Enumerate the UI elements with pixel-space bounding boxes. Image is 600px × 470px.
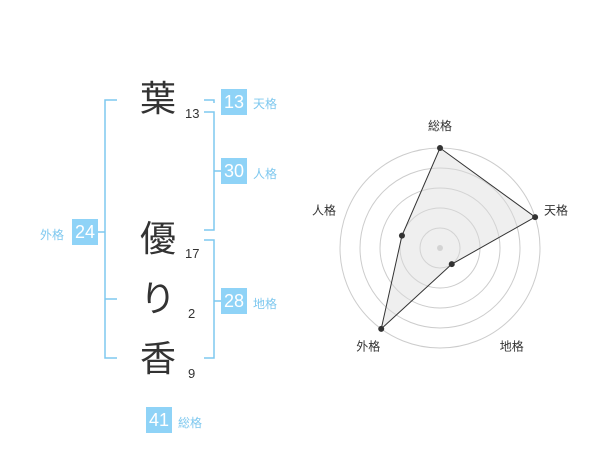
chi-kaku-value: 28 <box>221 288 247 314</box>
ten-kaku-value: 13 <box>221 89 247 115</box>
radar-grid-ring <box>379 187 501 309</box>
ten-kaku-label: 天格 <box>253 97 278 111</box>
stroke-count-4: 9 <box>188 366 196 381</box>
sou-kaku-label: 総格 <box>178 416 203 430</box>
radar-axis-label: 外格 <box>356 339 380 354</box>
name-char-2: 優 <box>140 219 177 260</box>
name-char-1: 葉 <box>140 79 177 120</box>
radar-point <box>378 325 385 332</box>
radar-axis-label: 総格 <box>428 118 452 133</box>
gai-kaku-value: 24 <box>72 219 98 245</box>
chi-kaku-label: 地格 <box>253 297 278 311</box>
stroke-count-2: 17 <box>185 246 200 261</box>
stroke-count-3: 2 <box>188 306 196 321</box>
name-char-3: り <box>140 279 177 320</box>
radar-polygon <box>380 147 537 331</box>
gai-kaku-label: 外格 <box>40 228 65 242</box>
radar-grid-ring <box>359 167 521 329</box>
stroke-count-1: 13 <box>185 106 200 121</box>
radar-axis-label: 地格 <box>500 339 524 354</box>
radar-grid-ring <box>419 227 461 269</box>
jin-kaku-label: 人格 <box>253 167 278 181</box>
radar-axis-label: 天格 <box>544 202 568 217</box>
radar-point <box>437 145 443 151</box>
radar-point <box>532 214 539 221</box>
name-char-4: 香 <box>140 339 177 380</box>
radar-point <box>398 232 405 239</box>
radar-center-dot <box>437 245 443 251</box>
jin-kaku-value: 30 <box>221 158 247 184</box>
radar-axis-label: 人格 <box>312 202 336 217</box>
radar-point <box>448 261 455 268</box>
sou-kaku-value: 41 <box>146 407 172 433</box>
